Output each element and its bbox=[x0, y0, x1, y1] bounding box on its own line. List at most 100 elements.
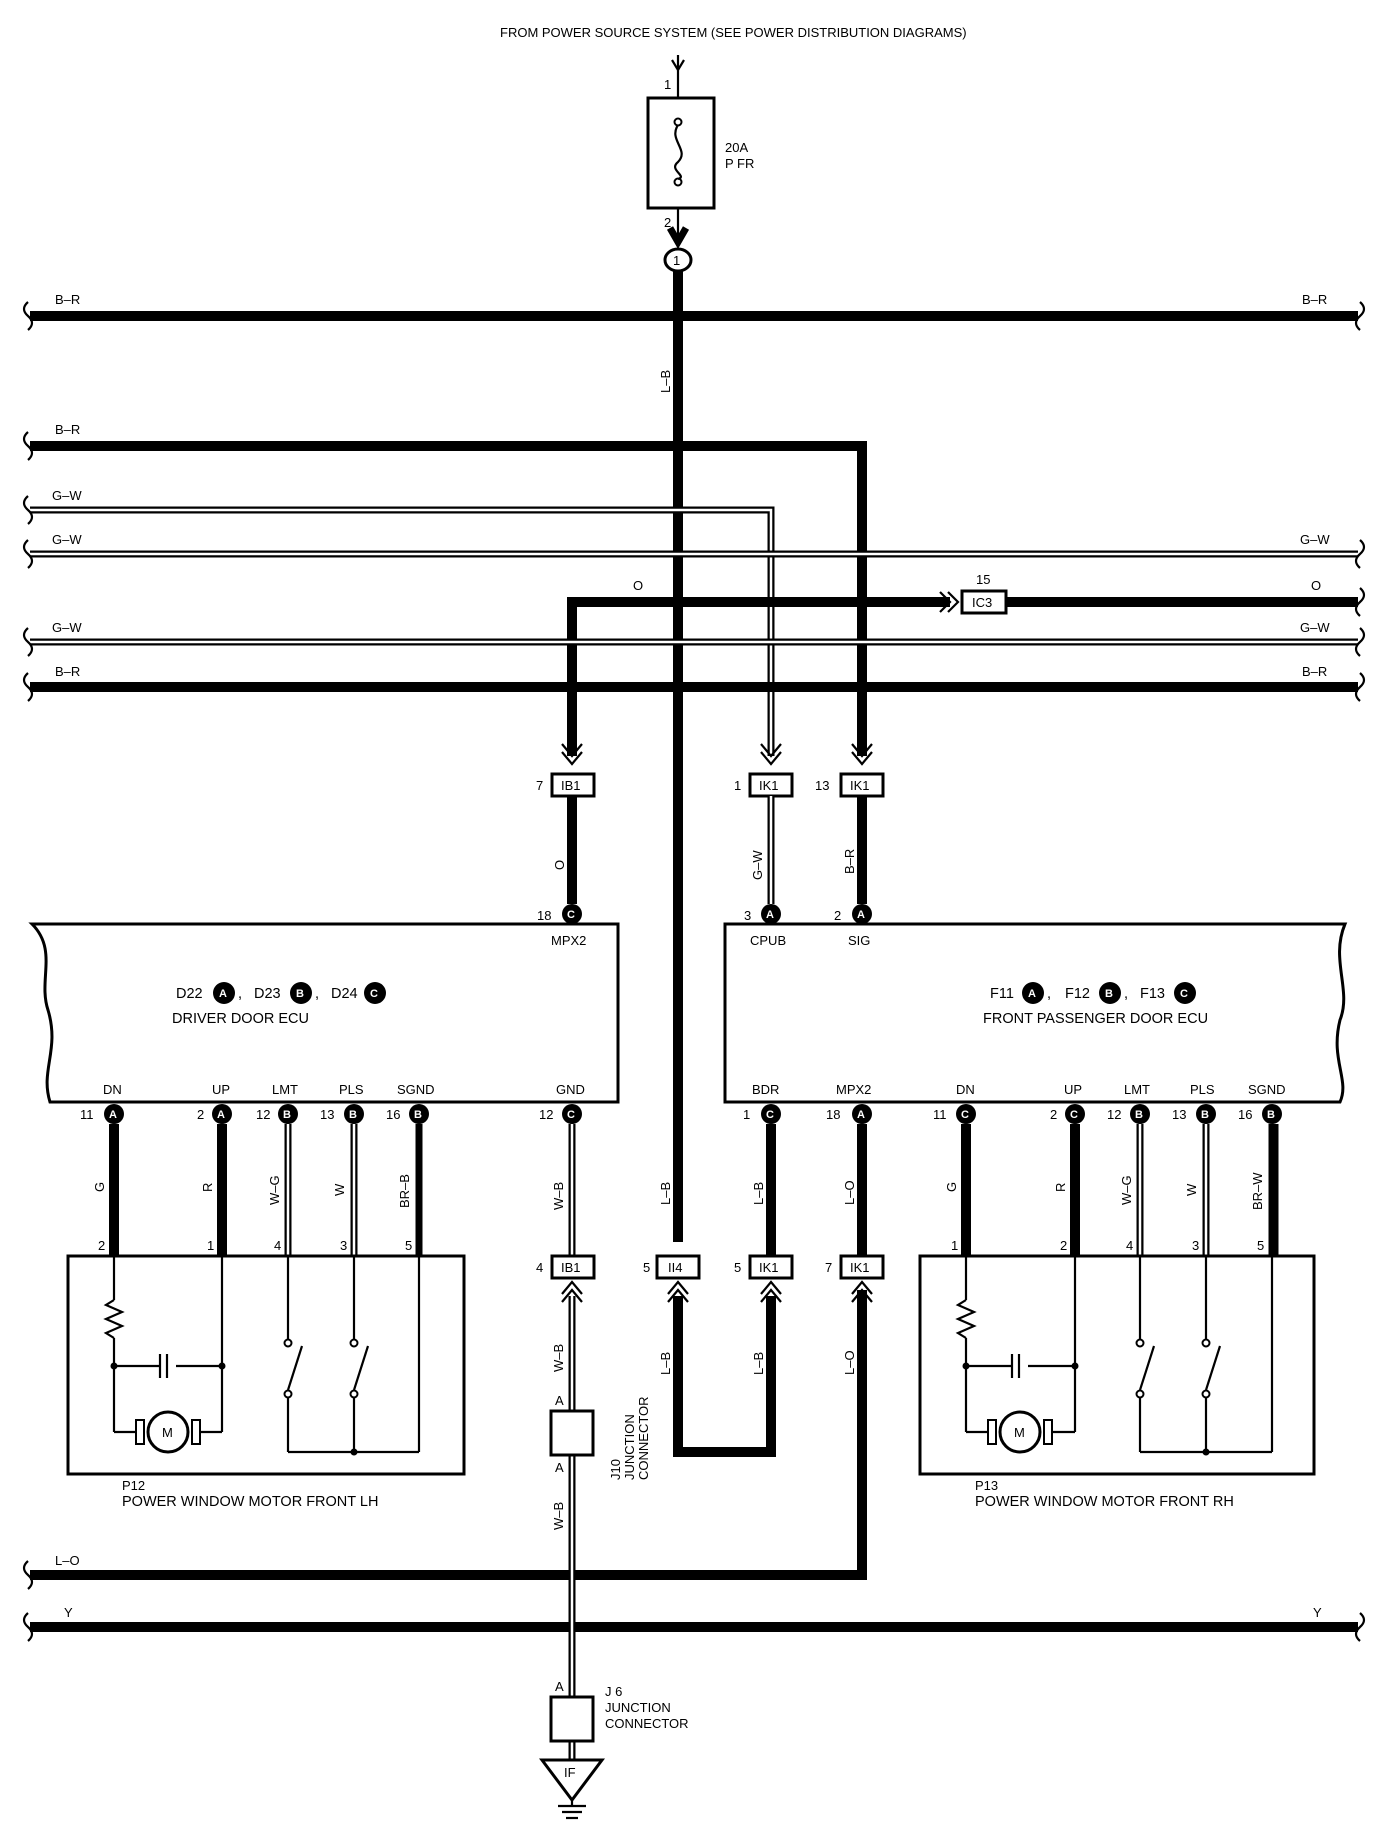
connector-ib1-upper: IB1 7 O bbox=[536, 743, 596, 904]
rh-pin-2: 2 bbox=[1060, 1238, 1067, 1253]
fuse-node-top bbox=[673, 117, 683, 127]
pass-t-pls-num: 13 bbox=[1172, 1107, 1186, 1122]
pass-conn1: F11 bbox=[990, 986, 1014, 1002]
driver-t-pls-letter: B bbox=[349, 1109, 357, 1121]
page-title: FROM POWER SOURCE SYSTEM (SEE POWER DIST… bbox=[500, 25, 967, 40]
driver-conn1: D22 bbox=[176, 986, 203, 1002]
pass-sep1: , bbox=[1047, 986, 1051, 1002]
junction-j6-box bbox=[549, 1695, 595, 1743]
pass-t-sgnd-letter: B bbox=[1267, 1109, 1275, 1121]
rh-pin-3: 3 bbox=[1192, 1238, 1199, 1253]
ii4-name: II4 bbox=[668, 1260, 682, 1275]
pass-sig-name: SIG bbox=[848, 933, 870, 948]
fuse-pin-bottom: 2 bbox=[664, 215, 671, 230]
ik1-c-name: IK1 bbox=[759, 1260, 779, 1275]
fuse-node-bottom bbox=[673, 177, 683, 187]
pass-t-mpx2-num: 18 bbox=[826, 1107, 840, 1122]
driver-conn3-letter: C bbox=[370, 988, 378, 1000]
pass-wire-g: G bbox=[944, 1182, 959, 1192]
j6-line1: JUNCTION bbox=[605, 1700, 671, 1715]
ik1-a-name: IK1 bbox=[759, 778, 779, 793]
pass-t-pls-letter: B bbox=[1201, 1109, 1209, 1121]
fuse-element bbox=[674, 124, 683, 181]
fuse-name: P FR bbox=[725, 156, 754, 171]
lh-motor-symbol bbox=[146, 1410, 190, 1454]
motor-rh-name: POWER WINDOW MOTOR FRONT RH bbox=[975, 1494, 1234, 1510]
pass-t-mpx2-letter: A bbox=[857, 1109, 865, 1121]
driver-wire-wg: W–G bbox=[267, 1175, 282, 1205]
driver-door-ecu: C 18 MPX2 D22 A , D23 B , D24 C DRIVER D… bbox=[28, 904, 620, 1124]
lb-low1-label: L–B bbox=[658, 1352, 673, 1375]
lh-pin-5: 5 bbox=[405, 1238, 412, 1253]
ground-path: W–B A A J10 JUNCTION CONNECTOR W–B A J 6… bbox=[539, 1296, 689, 1820]
driver-t-pls-num: 13 bbox=[320, 1107, 334, 1122]
motor-lh-name: POWER WINDOW MOTOR FRONT LH bbox=[122, 1494, 378, 1510]
pass-t-dn-num: 11 bbox=[933, 1107, 947, 1122]
fuse-20a-pfr: 1 20A P FR 2 1 bbox=[646, 55, 754, 273]
pass-t-sgnd-name: SGND bbox=[1248, 1082, 1286, 1097]
pass-t-dn-name: DN bbox=[956, 1082, 975, 1097]
pass-wire-w: W bbox=[1184, 1183, 1199, 1196]
rh-pin-4: 4 bbox=[1126, 1238, 1133, 1253]
lb-bdr-label: L–B bbox=[751, 1182, 766, 1205]
connector-ik1-c: IK1 5 bbox=[734, 1254, 794, 1303]
passenger-door-ecu: A 3 CPUB A 2 SIG F11 A , F12 B , F13 C F… bbox=[723, 904, 1348, 1124]
pass-conn3-letter: C bbox=[1180, 988, 1188, 1000]
driver-t-up-letter: A bbox=[217, 1109, 225, 1121]
pass-wire-brw: BR–W bbox=[1250, 1172, 1265, 1210]
lh-pin-2: 2 bbox=[98, 1238, 105, 1253]
bus-y-label-right: Y bbox=[1313, 1605, 1322, 1620]
pass-t-up-name: UP bbox=[1064, 1082, 1082, 1097]
lh-pin-1: 1 bbox=[207, 1238, 214, 1253]
motor-rh: 1 2 4 3 5 M bbox=[918, 1238, 1316, 1476]
pass-t-pls-name: PLS bbox=[1190, 1082, 1215, 1097]
pass-t-lmt-name: LMT bbox=[1124, 1082, 1150, 1097]
bus4-label-left: G–W bbox=[52, 532, 82, 547]
driver-t-gnd-name: GND bbox=[556, 1082, 585, 1097]
pass-t-dn-letter: C bbox=[961, 1109, 969, 1121]
junction-j10-box bbox=[549, 1409, 595, 1457]
bus-o-label-left: O bbox=[633, 578, 643, 593]
pass-wire-wg: W–G bbox=[1119, 1175, 1134, 1205]
driver-conn1-letter: A bbox=[219, 988, 227, 1000]
pass-cpub-num: 3 bbox=[744, 908, 751, 923]
driver-t-pls-name: PLS bbox=[339, 1082, 364, 1097]
lb-loop: L–B L–B bbox=[658, 1296, 776, 1457]
gw-drop-label: G–W bbox=[750, 850, 765, 880]
ic3-pin: 15 bbox=[976, 572, 990, 587]
driver-sep1: , bbox=[238, 986, 242, 1002]
driver-conn2: D23 bbox=[254, 986, 281, 1002]
driver-wire-w: W bbox=[332, 1183, 347, 1196]
driver-t-lmt-letter: B bbox=[283, 1109, 291, 1121]
driver-t-dn-name: DN bbox=[103, 1082, 122, 1097]
ik1-d-name: IK1 bbox=[850, 1260, 870, 1275]
driver-t-lmt-name: LMT bbox=[272, 1082, 298, 1097]
bus5-label-right: G–W bbox=[1300, 620, 1330, 635]
lh-resistor bbox=[103, 1299, 125, 1339]
rh-pin-5: 5 bbox=[1257, 1238, 1264, 1253]
j10-pin-bottom: A bbox=[555, 1460, 564, 1475]
ground-code: IF bbox=[564, 1765, 576, 1780]
lh-pin-3: 3 bbox=[340, 1238, 347, 1253]
bus4-label-right: G–W bbox=[1300, 532, 1330, 547]
lo-mpx-label: L–O bbox=[842, 1180, 857, 1205]
driver-wire-r: R bbox=[200, 1183, 215, 1192]
j6-code: J 6 bbox=[605, 1684, 622, 1699]
wb-low-label: W–B bbox=[551, 1502, 566, 1530]
center-wires: L–B L–O L–B W–B bbox=[551, 1124, 867, 1256]
bus2-label-left: B–R bbox=[55, 422, 80, 437]
pass-conn2: F12 bbox=[1065, 986, 1090, 1002]
bus1-label-left: B–R bbox=[55, 292, 80, 307]
ik1-b-pin: 13 bbox=[815, 778, 829, 793]
motor-lh: 2 1 4 3 5 M bbox=[66, 1238, 466, 1476]
lo-low-label: L–O bbox=[842, 1350, 857, 1375]
ik1-d-pin: 7 bbox=[825, 1260, 832, 1275]
ib1-upper-name: IB1 bbox=[561, 778, 581, 793]
ib1-upper-pin: 7 bbox=[536, 778, 543, 793]
splice-label: 1 bbox=[673, 253, 680, 268]
ik1-a-pin: 1 bbox=[734, 778, 741, 793]
fuse-rating: 20A bbox=[725, 140, 748, 155]
break-marks-right bbox=[1354, 301, 1366, 1642]
ic3-name: IC3 bbox=[972, 595, 992, 610]
